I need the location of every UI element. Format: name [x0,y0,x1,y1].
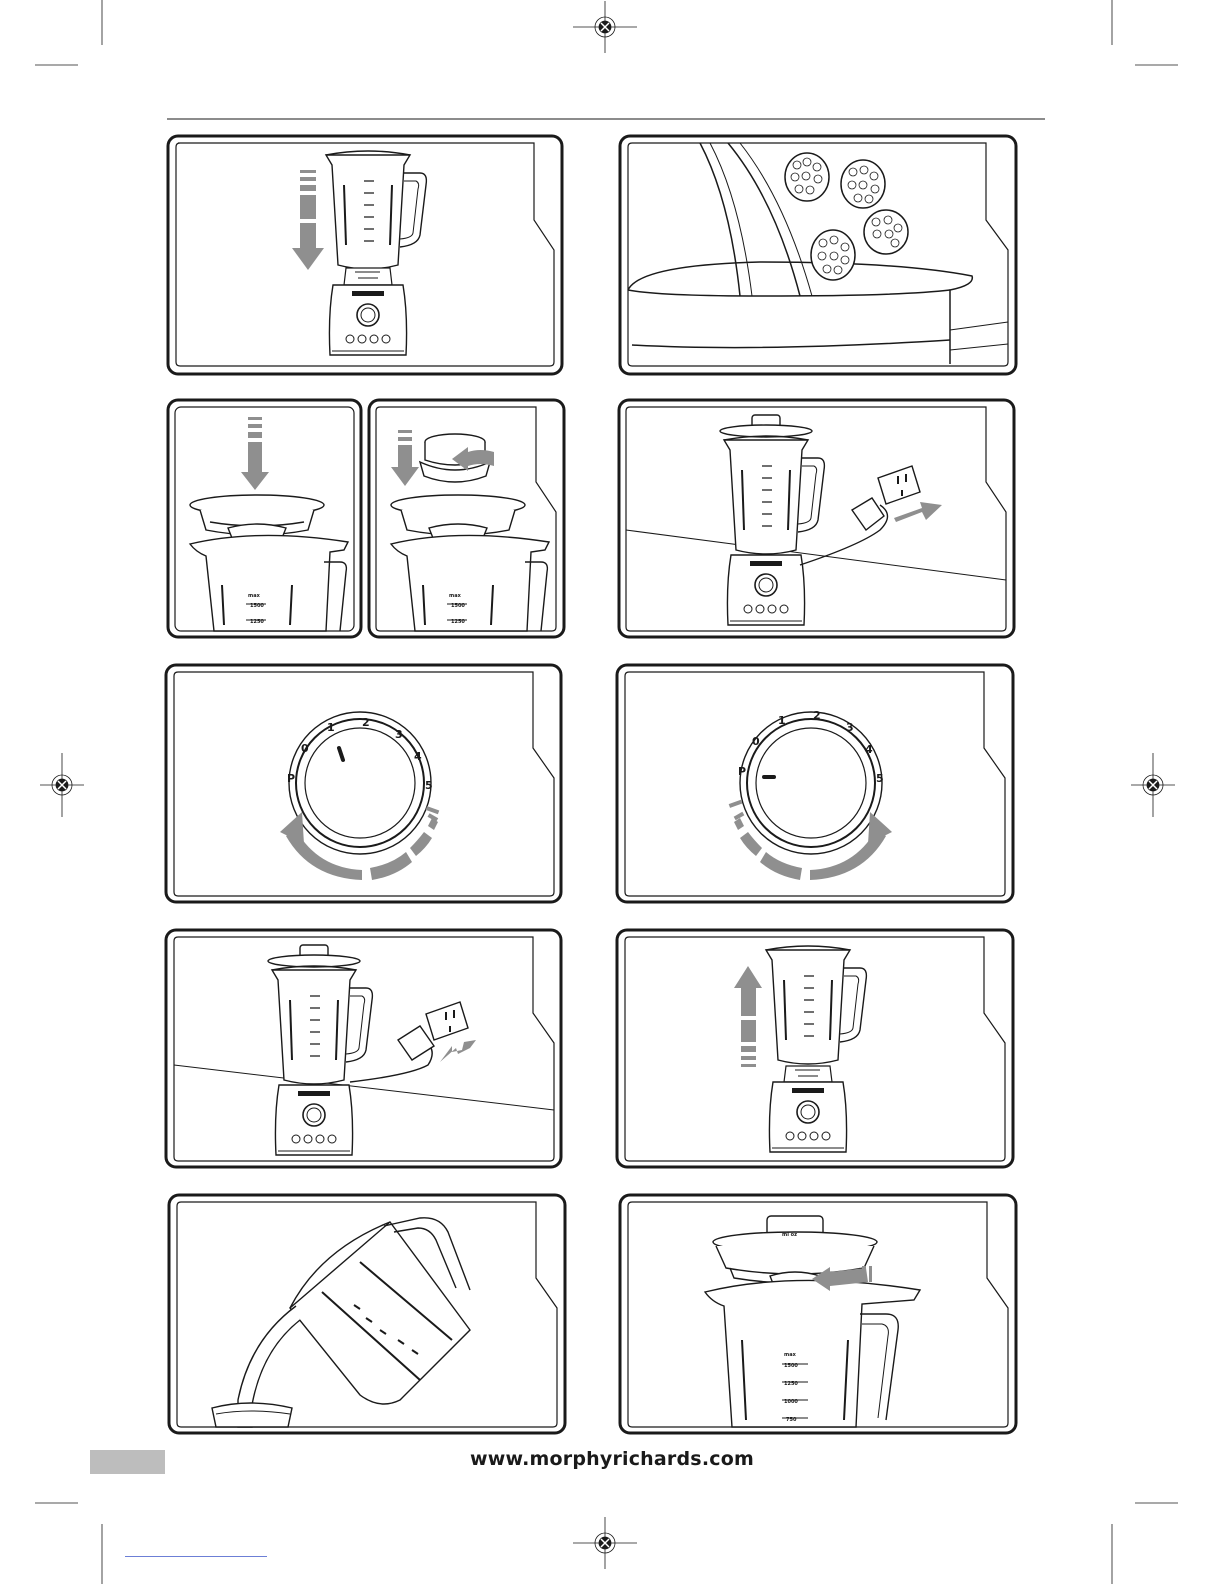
jug-scale-mark: 1500 [451,603,465,609]
dial-label-1: 1 [778,714,786,727]
dial-label-2: 2 [813,709,821,722]
panel-7-illustration [174,945,554,1155]
dial-label-4: 4 [865,743,873,756]
dial-label-2: 2 [362,716,370,729]
dial-label-3: 3 [395,728,403,741]
down-arrow-icon [391,430,419,486]
jug-scale-mark: 1250 [451,619,465,625]
up-arrow-icon [734,966,762,1067]
registration-marks [35,0,1178,1584]
panel-2-illustration [628,143,1008,364]
panel-9-illustration [212,1218,470,1427]
remove-arrow-icon [440,1040,476,1062]
panel-8-illustration [734,946,866,1152]
lid-cap-text: ml oz [782,1232,797,1238]
panel-6-dial: P 0 1 2 3 4 5 [729,709,892,880]
panel-1-illustration [292,151,426,355]
dial-label-p: P [738,765,746,778]
down-arrow-icon [241,417,269,490]
dial-label-5: 5 [425,779,433,792]
jug-scale-mark: 1250 [250,619,264,625]
jug-scale-mark: 1000 [784,1399,798,1405]
jug-scale-max: max [784,1352,797,1358]
jug-scale-mark: 1500 [784,1363,798,1369]
dial-label-4: 4 [414,750,422,763]
jug-scale-mark: 750 [786,1417,797,1423]
dial-label-0: 0 [752,735,760,748]
dial-label-3: 3 [846,721,854,734]
panel-10-illustration [705,1216,920,1427]
jug-scale-max: max [449,593,462,599]
dial-label-0: 0 [301,742,309,755]
dial-label-1: 1 [327,721,335,734]
footer-website-url[interactable]: www.morphyrichards.com [0,1448,1224,1470]
panel-3a-illustration: max 1500 1250 [190,417,348,631]
panel-5-dial: P 0 1 2 3 4 5 [280,712,439,880]
dial-label-5: 5 [876,772,884,785]
link-underline [125,1556,267,1557]
panel-7 [166,930,561,1167]
insert-arrow-icon [894,502,942,522]
jug-scale-mark: 1500 [250,603,264,609]
panel-4-illustration [626,415,1006,625]
jug-scale-mark: 1250 [784,1381,798,1387]
dial-label-p: P [287,772,295,785]
panel-4 [619,400,1014,637]
down-arrow-icon [292,170,324,270]
jug-scale-max: max [248,593,261,599]
